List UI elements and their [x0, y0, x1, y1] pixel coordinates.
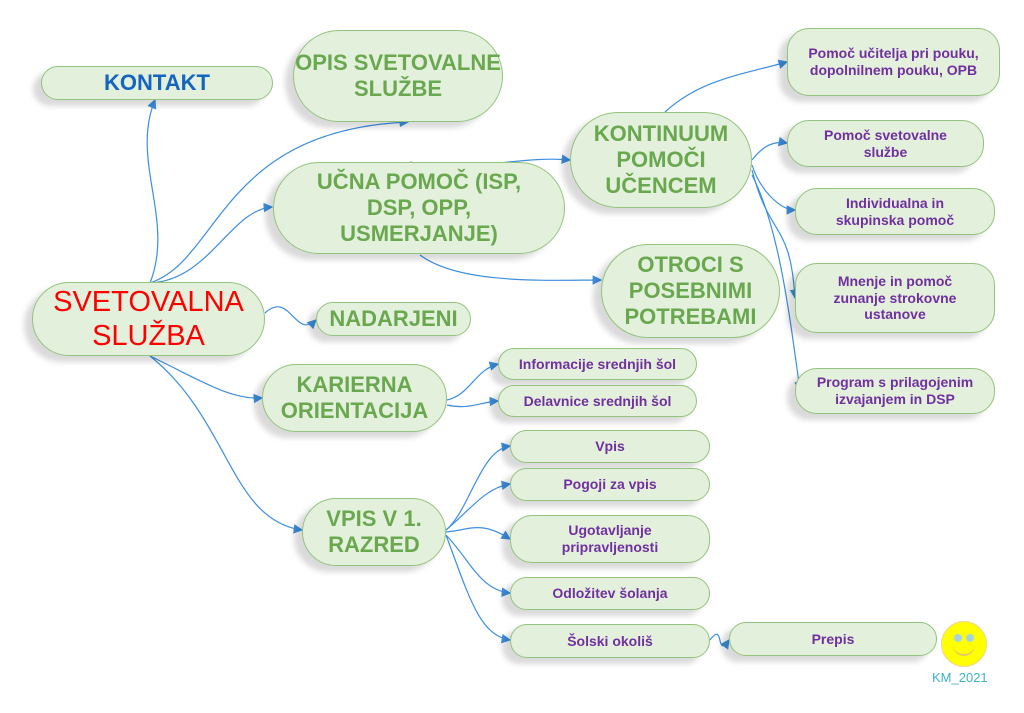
karierna-item[interactable]: Delavnice srednjih šol	[498, 385, 697, 417]
node-nadarjeni[interactable]: NADARJENI	[316, 302, 471, 336]
node-ucna-pomoc[interactable]: UČNA POMOČ (ISP, DSP, OPP, USMERJANJE)	[273, 162, 565, 254]
vpis-item[interactable]: Odložitev šolanja	[510, 577, 710, 610]
kontinuum-item[interactable]: Individualna in skupinska pomoč	[795, 188, 995, 235]
node-otroci-s-posebnimi-potrebami[interactable]: OTROCI S POSEBNIMI POTREBAMI	[601, 244, 780, 338]
node-opis-svetovalne-sluzbe[interactable]: OPIS SVETOVALNE SLUŽBE	[293, 30, 503, 122]
root-svetovalna-sluzba[interactable]: SVETOVALNA SLUŽBA	[32, 282, 265, 356]
node-kontakt[interactable]: KONTAKT	[41, 66, 273, 100]
kontinuum-item[interactable]: Pomoč učitelja pri pouku, dopolnilnem po…	[787, 28, 1000, 96]
kontinuum-item[interactable]: Program s prilagojenim izvajanjem in DSP	[795, 368, 995, 414]
node-kontinuum[interactable]: KONTINUUM POMOČI UČENCEM	[570, 112, 752, 208]
vpis-item[interactable]: Pogoji za vpis	[510, 468, 710, 501]
kontinuum-item[interactable]: Mnenje in pomoč zunanje strokovne ustano…	[795, 263, 995, 333]
vpis-item[interactable]: Šolski okoliš	[510, 624, 710, 658]
karierna-item[interactable]: Informacije srednjih šol	[498, 348, 697, 380]
vpis-item[interactable]: Ugotavljanje pripravljenosti	[510, 515, 710, 563]
node-vpis-v-1-razred[interactable]: VPIS V 1. RAZRED	[302, 498, 446, 566]
vpis-item[interactable]: Vpis	[510, 430, 710, 463]
kontinuum-item[interactable]: Pomoč svetovalne službe	[787, 120, 984, 167]
node-prepis[interactable]: Prepis	[729, 622, 937, 656]
node-karierna-orientacija[interactable]: KARIERNA ORIENTACIJA	[262, 364, 447, 432]
smiley-icon	[941, 621, 987, 667]
signature: KM_2021	[932, 670, 988, 685]
